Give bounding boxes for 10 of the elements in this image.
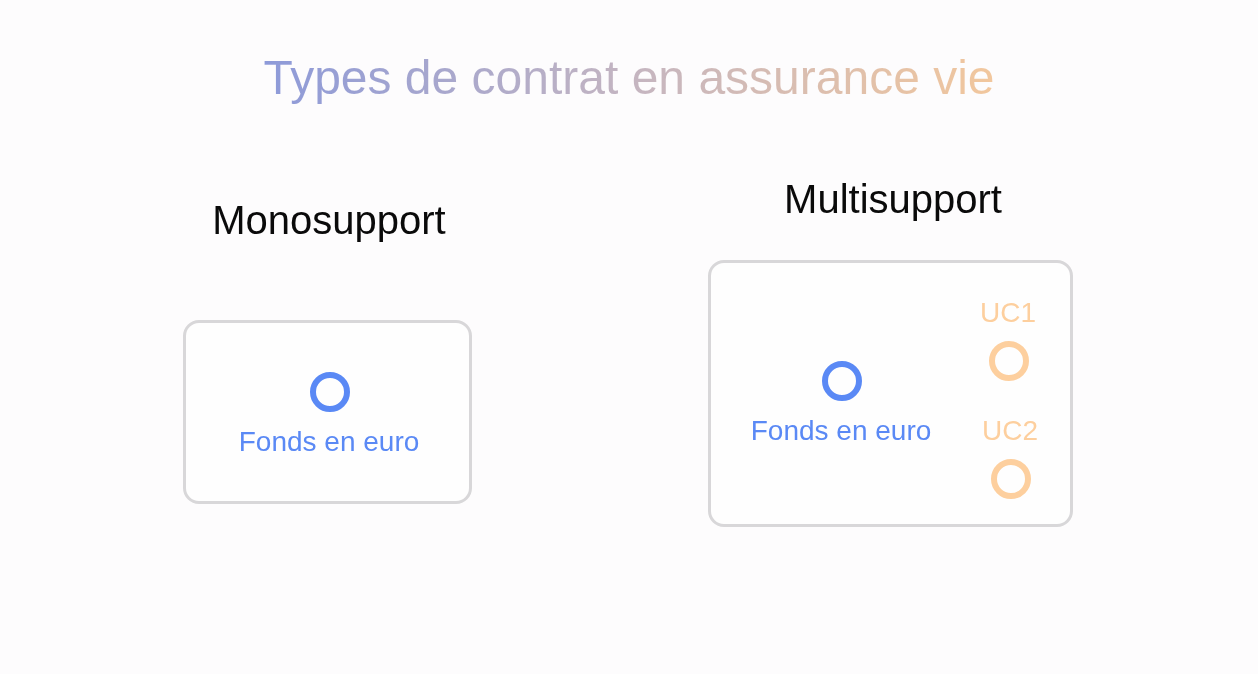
- marker-label: Fonds en euro: [238, 426, 420, 458]
- group-heading: Monosupport: [212, 197, 446, 243]
- marker-label: Fonds en euro: [750, 415, 932, 447]
- marker-label: UC1: [980, 297, 1036, 329]
- circle-marker: [991, 459, 1031, 499]
- circle-marker: [310, 372, 350, 412]
- marker-label: UC2: [982, 415, 1038, 447]
- circle-marker: [822, 361, 862, 401]
- group-heading: Multisupport: [784, 176, 1002, 222]
- circle-marker: [989, 341, 1029, 381]
